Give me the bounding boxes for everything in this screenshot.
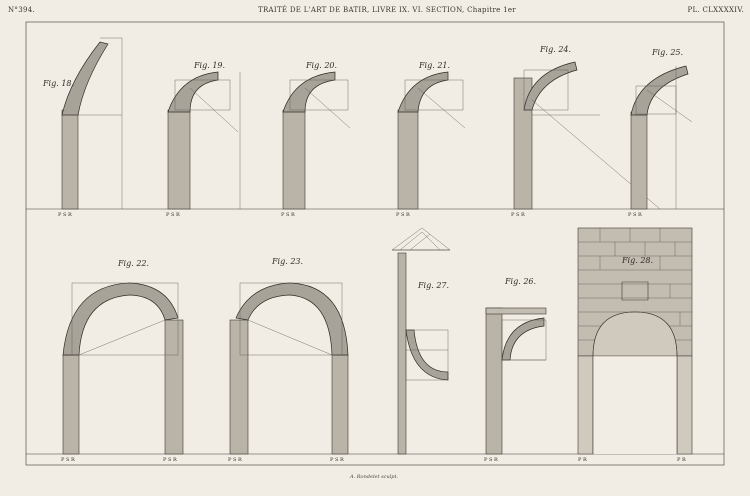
svg-text:P S R: P S R <box>61 457 75 463</box>
fig25-pier <box>630 111 648 210</box>
fig27-wall <box>397 252 407 455</box>
fig18-caption: Fig. 18. <box>42 79 74 88</box>
fig28-caption: Fig. 28. <box>621 256 653 265</box>
fig23-caption: Fig. 23. <box>271 257 303 266</box>
fig20-pier <box>282 109 306 210</box>
fig22-caption: Fig. 22. <box>117 259 149 268</box>
figure-20: Fig. 20. P S R <box>281 61 351 218</box>
fig24-pier <box>513 77 533 210</box>
fig28-arch-opening <box>592 311 678 357</box>
fig24-arch-segment <box>523 61 578 111</box>
svg-text:P S R: P S R <box>166 212 180 218</box>
fig27-caption: Fig. 27. <box>417 281 449 290</box>
fig27-roof-truss <box>391 227 451 251</box>
fig22-semicircular-arch <box>62 282 179 356</box>
svg-text:P S R: P S R <box>58 212 72 218</box>
fig19-arch-segment <box>167 71 219 113</box>
figure-23: Fig. 23. P S R P S R <box>228 257 349 463</box>
svg-text:P S R: P S R <box>511 212 525 218</box>
fig24-caption: Fig. 24. <box>539 45 571 54</box>
svg-text:P S R: P S R <box>163 457 177 463</box>
fig23-right-pier <box>331 354 349 455</box>
fig27-quarter-arch <box>405 329 449 381</box>
figure-22: Fig. 22. P S R P S R <box>61 259 184 463</box>
figure-25: Fig. 25. P S R <box>628 48 693 218</box>
svg-text:P R: P R <box>677 457 686 463</box>
fig28-keystone-void <box>621 281 649 301</box>
figure-26: Fig. 26. P S R <box>484 277 547 463</box>
engraver-credit: A. Rondelet sculpt. <box>350 474 399 480</box>
plate-roman-number: PL. CLXXXXIV. <box>687 6 744 14</box>
svg-text:P R: P R <box>578 457 587 463</box>
fig23-left-pier <box>229 319 249 455</box>
fig25-arch-segment <box>630 65 689 116</box>
fig26-arch-segment <box>501 317 545 361</box>
fig22-right-pier <box>164 319 184 455</box>
svg-text:P S R: P S R <box>628 212 642 218</box>
figure-21: Fig. 21. P S R <box>396 61 466 218</box>
fig19-caption: Fig. 19. <box>193 61 225 70</box>
fig20-caption: Fig. 20. <box>305 61 337 70</box>
figure-18: Fig. 18. P S R <box>42 37 123 218</box>
svg-text:P S R: P S R <box>281 212 295 218</box>
svg-text:P S R: P S R <box>484 457 498 463</box>
fig26-pier <box>485 307 503 455</box>
fig25-caption: Fig. 25. <box>651 48 683 57</box>
fig21-caption: Fig. 21. <box>418 61 450 70</box>
figure-27: Fig. 27. <box>391 227 451 455</box>
fig22-left-pier <box>62 354 80 455</box>
fig23-semicircular-arch <box>235 282 349 356</box>
fig19-pier <box>167 109 191 210</box>
plate-number: N°394. <box>8 6 36 14</box>
svg-text:P S R: P S R <box>228 457 242 463</box>
fig20-arch-segment <box>282 71 336 113</box>
svg-text:P S R: P S R <box>330 457 344 463</box>
figure-28: Fig. 28. P R P R <box>577 227 693 463</box>
fig21-pier <box>397 109 419 210</box>
fig18-pier <box>61 109 79 210</box>
plate-title: TRAITÉ DE L'ART DE BATIR, LIVRE IX. VI. … <box>258 6 516 14</box>
fig18-arch-segment <box>61 41 109 116</box>
plate-frame <box>25 21 725 466</box>
fig26-caption: Fig. 26. <box>504 277 536 286</box>
figure-19: Fig. 19. P S R <box>166 61 241 218</box>
svg-text:P S R: P S R <box>396 212 410 218</box>
